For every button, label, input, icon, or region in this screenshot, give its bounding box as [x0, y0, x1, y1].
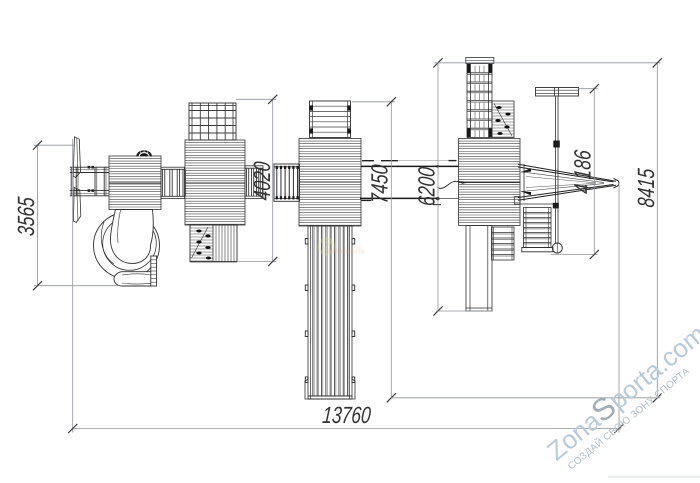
svg-text:4020: 4020	[250, 160, 276, 201]
svg-text:3565: 3565	[14, 196, 40, 237]
svg-text:13760: 13760	[321, 403, 372, 429]
svg-text:4 186: 4 186	[570, 149, 596, 195]
svg-text:ZonaSporta: ZonaSporta	[326, 247, 365, 256]
svg-text:6200: 6200	[414, 166, 440, 207]
svg-text:7450: 7450	[367, 163, 393, 204]
svg-text:TM: TM	[354, 245, 361, 250]
svg-text:8415: 8415	[634, 167, 660, 208]
